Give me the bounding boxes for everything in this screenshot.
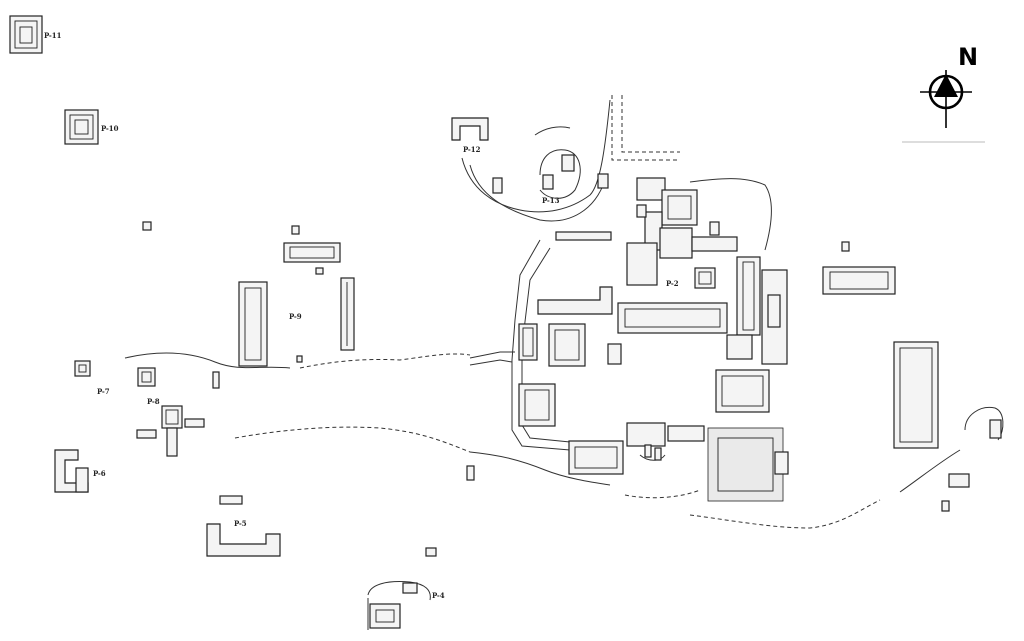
label-p13: P-13 xyxy=(542,196,560,205)
label-p2: P-2 xyxy=(666,279,679,288)
label-p10: P-10 xyxy=(101,124,119,133)
north-label: N xyxy=(958,43,978,71)
structure-p11 xyxy=(9,15,43,54)
structure-p10 xyxy=(64,109,99,145)
buildings xyxy=(9,15,1002,629)
structure-labels: P-11 P-10 P-12 P-13 P-2 P-9 P-7 P-8 P-6 … xyxy=(44,31,679,600)
terrain-lines xyxy=(124,95,1004,630)
label-p9: P-9 xyxy=(289,312,302,321)
label-p11: P-11 xyxy=(44,31,62,40)
label-p8: P-8 xyxy=(147,397,160,406)
label-p12: P-12 xyxy=(463,145,481,154)
north-arrow-icon xyxy=(902,70,985,143)
structure-p12 xyxy=(451,117,489,141)
label-p5: P-5 xyxy=(234,519,247,528)
structure-p2-complex xyxy=(518,177,789,502)
label-p4: P-4 xyxy=(432,591,445,600)
label-p6: P-6 xyxy=(93,469,106,478)
label-p7: P-7 xyxy=(97,387,110,396)
